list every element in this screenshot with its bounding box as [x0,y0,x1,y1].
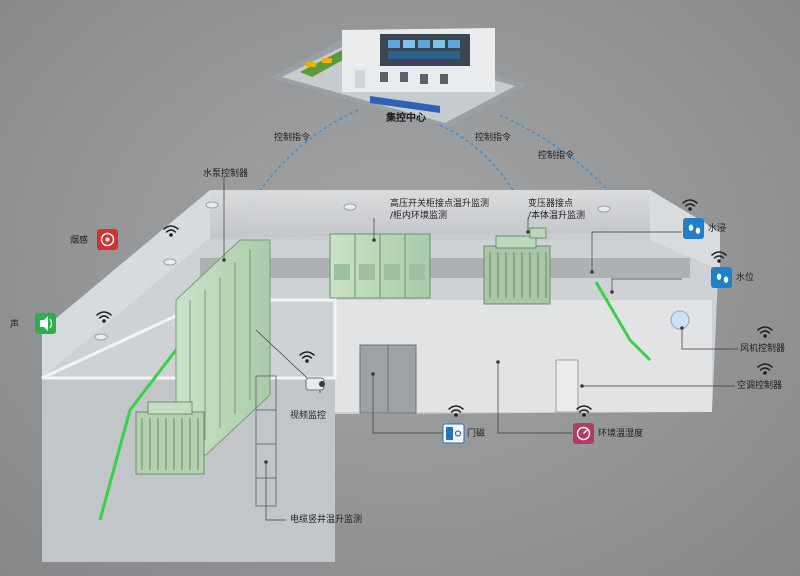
sound-label: 声 [10,320,20,330]
control-center-building [270,28,528,128]
camera-icon [305,377,325,391]
water-level-icon [711,267,732,288]
command-label-ac: 控制指令 [475,133,512,143]
fan-controller-label: 风机控制器 [740,344,786,354]
wifi-icon [299,351,315,363]
transformer-label-line2: /本体温升监测 [528,211,586,221]
wifi-icon [576,405,592,417]
transformer-label: 变压器接点 /本体温升监测 [528,198,585,222]
wifi-icon [757,363,773,375]
wifi-icon [682,199,698,211]
wifi-icon [163,225,179,237]
ac-unit [555,359,579,413]
pump-controller-label: 水泵控制器 [203,169,249,179]
sound-icon [35,313,56,334]
control-center-title: 集控中心 [386,113,426,124]
water-level-label: 水位 [736,273,755,283]
hv-cabinet-label: 高压开关柜接点温升监测 /柜内环境监测 [390,198,489,222]
wifi-icon [96,311,112,323]
cable-shaft-label: 电缆竖井温升监测 [290,515,363,525]
wifi-icon [448,405,464,417]
wifi-icon [711,251,727,263]
hv-cabinet-label-line2: /柜内环境监测 [390,211,448,221]
water-leak-label: 水浸 [708,224,727,234]
video-label: 视频监控 [290,411,327,421]
ceiling-sensors [94,201,611,341]
transformer-main [483,227,551,305]
transformer-label-line1: 变压器接点 [528,199,574,209]
fan-unit [670,310,690,330]
hv-cabinet-label-line1: 高压开关柜接点温升监测 [390,199,490,209]
transformer-left [135,401,205,475]
smoke-label: 烟感 [70,236,89,246]
ac-controller-label: 空调控制器 [737,381,783,391]
wifi-icon [757,326,773,338]
door-icon [442,423,465,444]
distribution-cabinets [175,239,271,456]
smoke-icon [97,229,118,250]
water-leak-icon [683,218,704,239]
env-label: 环境温湿度 [598,429,644,439]
env-icon [573,423,594,444]
hv-cabinets [329,233,431,299]
door-label: 门磁 [467,429,486,439]
command-label-fan: 控制指令 [538,151,575,161]
command-label-pump: 控制指令 [274,133,311,143]
